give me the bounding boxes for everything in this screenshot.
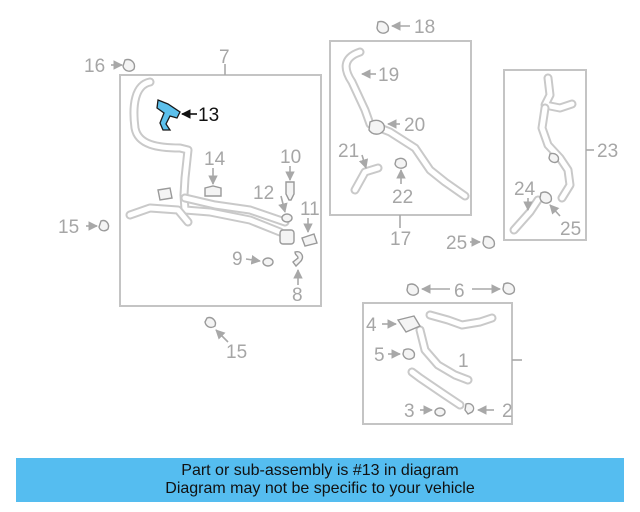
assembly-box-17 — [329, 40, 472, 228]
banner-line-1: Part or sub-assembly is #13 in diagram — [181, 462, 459, 479]
part-3-washer — [434, 407, 446, 417]
part-22-clip — [394, 157, 408, 169]
callout-6: 6 — [454, 281, 465, 302]
callout-25-outer: 25 — [446, 233, 467, 254]
assembly-box-23 — [503, 69, 594, 241]
part-9-washer — [262, 257, 274, 267]
callout-5: 5 — [374, 345, 385, 366]
callout-15-left: 15 — [58, 217, 79, 238]
callout-13: 13 — [198, 105, 219, 126]
part-8-clamp — [292, 250, 304, 268]
callout-7: 7 — [219, 47, 230, 68]
part-13-highlight — [156, 99, 181, 131]
callout-15-bottom: 15 — [226, 342, 247, 363]
callout-24: 24 — [514, 179, 536, 200]
part-4-fitting — [396, 315, 422, 333]
callout-2: 2 — [502, 401, 513, 422]
part-10-sensor — [285, 181, 295, 201]
callout-17: 17 — [390, 229, 411, 250]
callout-12: 12 — [253, 183, 274, 204]
callout-1: 1 — [458, 351, 469, 372]
callout-4: 4 — [366, 315, 377, 336]
callout-19: 19 — [378, 65, 399, 86]
banner-line-2: Diagram may not be specific to your vehi… — [165, 480, 475, 497]
part-2-clip — [464, 402, 475, 415]
callout-8: 8 — [292, 285, 303, 306]
callout-11: 11 — [300, 199, 320, 220]
callout-21: 21 — [338, 141, 359, 162]
part-20-clamp — [368, 119, 385, 135]
part-5-clamp — [402, 348, 416, 360]
callout-9: 9 — [232, 249, 243, 270]
callout-3: 3 — [404, 401, 415, 422]
info-banner: Part or sub-assembly is #13 in diagram D… — [16, 458, 624, 502]
part-11-clip — [301, 233, 318, 247]
callout-23: 23 — [597, 141, 618, 162]
assembly-box-7 — [86, 64, 322, 307]
assembly-box-1 — [362, 302, 522, 425]
part-14-bracket — [204, 185, 222, 197]
callout-22: 22 — [392, 187, 413, 208]
callout-14: 14 — [204, 149, 226, 170]
callout-16: 16 — [84, 56, 105, 77]
callout-10: 10 — [280, 147, 301, 168]
callout-18: 18 — [414, 17, 435, 38]
part-12-oring — [281, 213, 293, 223]
callout-20: 20 — [404, 115, 425, 136]
callout-25-inner: 25 — [560, 219, 581, 240]
